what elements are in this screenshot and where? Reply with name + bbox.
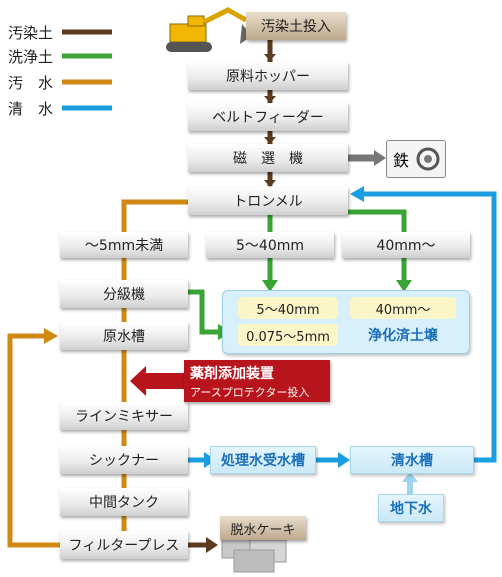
arrow-head-raw-water bbox=[44, 328, 58, 344]
clean-soil-fine: 0.075〜5mm bbox=[238, 324, 338, 346]
flow-dirty-water-left bbox=[121, 199, 194, 545]
contaminated-soil-input-box: 汚染土投入 bbox=[246, 12, 346, 40]
legend-label-clean-water: 清 水 bbox=[8, 100, 54, 118]
intermediate-tank-box: 中間タンク bbox=[60, 488, 188, 516]
clean-water-tank-box: 清水槽 bbox=[350, 446, 474, 474]
iron-scrap-icon bbox=[416, 147, 440, 171]
classifier-box: 分級機 bbox=[60, 280, 188, 308]
flow-green-classifier bbox=[188, 289, 220, 335]
arrow-head-magnet bbox=[264, 137, 276, 144]
treated-water-tank-box: 処理水受水槽 bbox=[210, 446, 316, 474]
chemical-dosing-box: 薬剤添加装置 アースプロテクター投入 bbox=[184, 360, 330, 402]
arrow-head-feeder bbox=[264, 96, 276, 103]
clean-soil-label: 浄化済土壌 bbox=[368, 328, 438, 344]
raw-water-tank-box: 原水槽 bbox=[60, 322, 188, 350]
size-large-box: 40mm〜 bbox=[342, 232, 470, 258]
iron-box: 鉄 bbox=[386, 140, 446, 178]
arrow-head-trommel-water bbox=[350, 186, 364, 202]
arrow-head-cake bbox=[206, 537, 218, 553]
arrow-head-green-right bbox=[396, 280, 412, 292]
legend-label-contaminated-soil: 汚染土 bbox=[8, 24, 54, 42]
arrow-head-iron bbox=[374, 150, 386, 166]
groundwater-box: 地下水 bbox=[378, 494, 444, 522]
flow-green-right bbox=[270, 209, 407, 232]
magnetic-separator-box: 磁 選 機 bbox=[188, 144, 348, 172]
arrow-head-groundwater bbox=[402, 472, 418, 482]
clean-soil-large: 40mm〜 bbox=[350, 297, 456, 319]
chemical-dosing-subtitle: アースプロテクター投入 bbox=[190, 386, 310, 399]
cake-blocks-icon bbox=[221, 535, 287, 573]
size-mid-box: 5〜40mm bbox=[206, 232, 334, 258]
chemical-dosing-title: 薬剤添加装置 bbox=[190, 366, 274, 382]
thickener-box: シックナー bbox=[60, 446, 188, 474]
clean-soil-mid: 5〜40mm bbox=[238, 297, 338, 319]
arrow-head-hopper bbox=[264, 54, 276, 61]
iron-label: 鉄 bbox=[393, 151, 410, 170]
excavator-icon bbox=[166, 7, 252, 52]
flow-blue-return bbox=[362, 191, 497, 463]
size-small-box: 〜5mm未満 bbox=[60, 232, 188, 258]
arrow-head-clean-tank bbox=[338, 452, 350, 468]
legend-label-dirty-water: 汚 水 bbox=[8, 74, 54, 92]
raw-material-hopper-box: 原料ホッパー bbox=[188, 62, 348, 90]
dewatered-cake-label: 脱水ケーキ bbox=[220, 516, 306, 540]
line-mixer-box: ラインミキサー bbox=[60, 402, 188, 430]
arrow-head-trommel bbox=[264, 180, 276, 187]
belt-feeder-box: ベルトフィーダー bbox=[188, 103, 348, 131]
arrow-chemical bbox=[130, 366, 184, 396]
arrow-head-green-mid bbox=[262, 280, 278, 292]
legend-label-washed-soil: 洗浄土 bbox=[8, 48, 54, 66]
filter-press-box: フィルタープレス bbox=[60, 531, 188, 559]
trommel-box: トロンメル bbox=[188, 187, 348, 215]
